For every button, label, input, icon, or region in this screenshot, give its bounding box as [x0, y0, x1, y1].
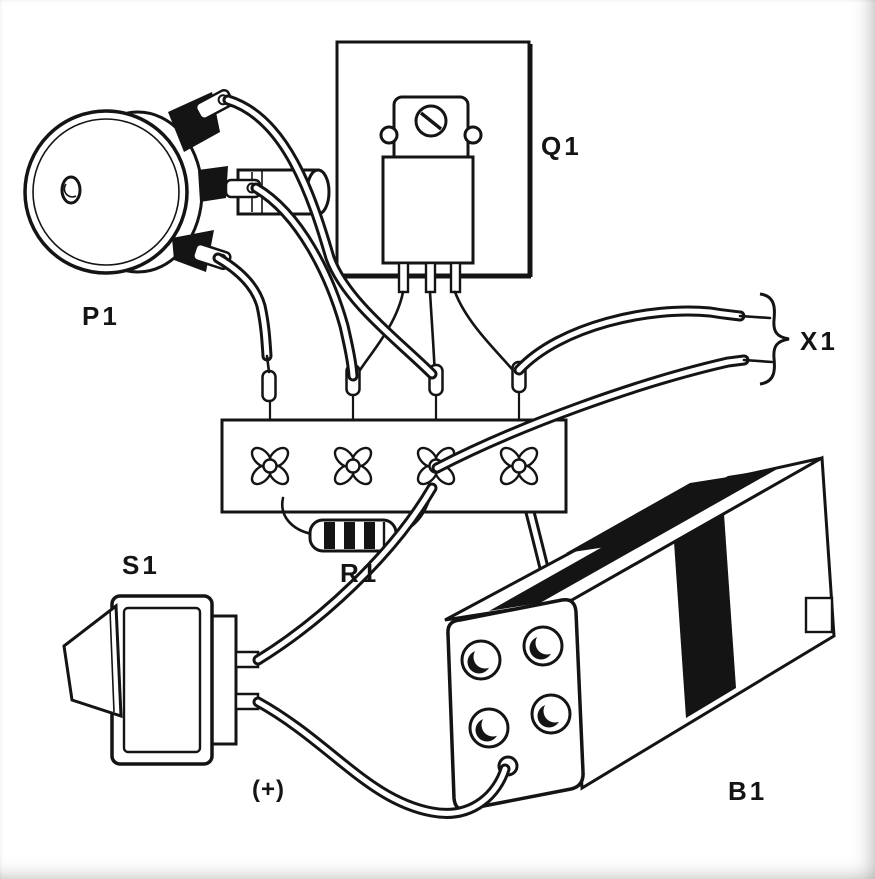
wire-switch-to-battery-positive — [252, 696, 511, 819]
crimp-lug-1 — [261, 369, 277, 403]
switch-body — [210, 614, 238, 746]
pin-1 — [397, 261, 410, 294]
switch-s1 — [62, 594, 260, 766]
label-r1: R1 — [340, 558, 379, 588]
battery-clip-tab — [804, 596, 834, 634]
tab-notch-right — [463, 125, 483, 145]
x1-brace — [759, 292, 790, 386]
potentiometer-p1 — [23, 88, 331, 275]
label-q1: Q1 — [541, 131, 582, 161]
tab-notch-left — [379, 125, 399, 145]
battery-cell-end — [530, 693, 572, 735]
wire-switch-to-post3 — [252, 482, 438, 666]
battery-holder-b1 — [444, 455, 836, 812]
wire-pot-top-to-lug3 — [222, 94, 438, 380]
battery-cell-band — [674, 514, 736, 718]
label-b1: B1 — [728, 776, 767, 806]
battery-cell-band — [489, 468, 779, 611]
switch-bezel — [110, 594, 214, 766]
battery-cell-end — [460, 639, 502, 681]
pin-2 — [424, 261, 437, 294]
screw-terminal-2 — [333, 446, 373, 486]
wire-post3-to-x1 — [431, 354, 774, 474]
transistor-q1 — [353, 95, 519, 380]
wire-pot-middle-to-lug2 — [250, 182, 359, 382]
label-s1: S1 — [122, 550, 160, 580]
pot-face — [23, 109, 189, 275]
label-x1: X1 — [800, 326, 838, 356]
battery-cell-band — [566, 477, 728, 553]
pin-3-lead — [453, 290, 519, 377]
battery-cell-end — [468, 707, 510, 749]
screw-terminal-4 — [499, 446, 539, 486]
battery-cell-end — [522, 625, 564, 667]
label-p1: P1 — [82, 301, 120, 331]
stripped-wire-tip — [742, 358, 774, 364]
pin-3 — [449, 261, 462, 294]
wire-post4-to-x1 — [513, 305, 772, 376]
stripped-wire-tip — [738, 314, 772, 320]
wire-pot-bottom-to-lug1 — [212, 252, 273, 374]
switch-lever — [62, 603, 123, 719]
label-polarity-plus: (+) — [252, 776, 285, 803]
screw-terminal-1 — [250, 446, 290, 486]
